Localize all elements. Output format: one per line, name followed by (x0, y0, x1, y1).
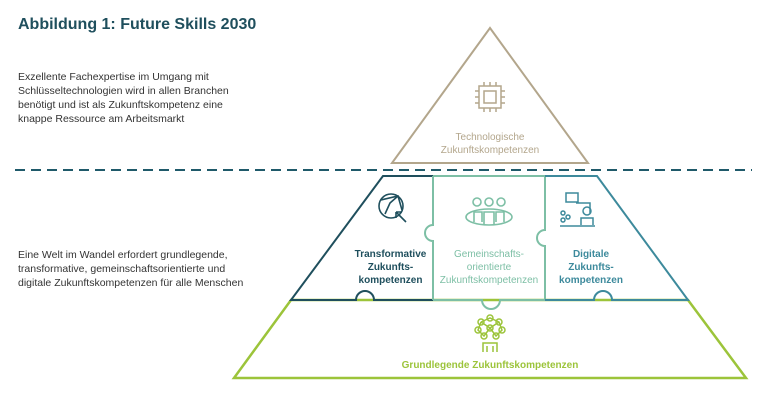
label-line: Digitale (572, 249, 610, 260)
description-foundation: Eine Welt im Wandel erfordert grundlegen… (18, 249, 244, 289)
technological-triangle (390, 26, 590, 164)
community-piece (424, 175, 546, 310)
label-line: Zukunftskompetenzen (440, 145, 540, 156)
transformative-piece (289, 175, 433, 301)
label-line: kompetenzen (559, 275, 623, 286)
figure-title: Abbildung 1: Future Skills 2030 (18, 16, 257, 33)
group-icon (465, 197, 513, 226)
label-line: Zukunfts- (367, 262, 414, 273)
digital-piece (545, 175, 690, 301)
globe-cursor-icon (378, 193, 407, 223)
label-community: Gemeinschafts- orientierte Zukunftskompe… (434, 248, 544, 287)
label-transformative: Transformative Zukunfts- kompetenzen (333, 248, 448, 287)
label-line: Zukunfts- (568, 262, 614, 273)
label-line: Transformative (354, 249, 427, 260)
chip-icon (475, 82, 505, 112)
label-line: orientierte (466, 262, 512, 273)
network-person-icon (474, 314, 506, 352)
label-digital: Digitale Zukunfts- kompetenzen (546, 248, 636, 287)
label-line: kompetenzen (358, 275, 423, 286)
digital-presenter-icon (560, 192, 595, 227)
label-line: Zukunftskompetenzen (439, 275, 539, 286)
label-line: Technologische (455, 132, 525, 143)
description-technological: Exzellente Fachexpertise im Umgang mit S… (18, 71, 229, 125)
label-foundation: Grundlegende Zukunftskompetenzen (401, 360, 579, 371)
label-technological: Technologische Zukunftskompetenzen (410, 131, 570, 157)
label-line: Gemeinschafts- (453, 249, 525, 260)
